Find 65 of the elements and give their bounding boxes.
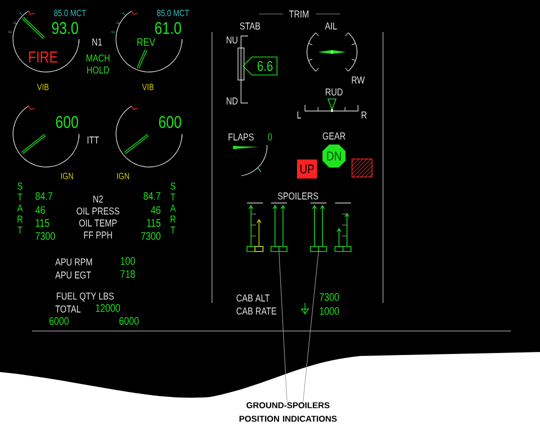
gauge-readout: 600: [159, 116, 182, 128]
status-text: VIB: [142, 84, 154, 90]
value-readout: 7300: [320, 293, 339, 301]
value-readout: 6000: [49, 317, 69, 325]
value-readout: 12000: [96, 304, 120, 312]
scale-label: R: [362, 112, 367, 118]
vertical-text: S T A R T: [170, 182, 176, 234]
status-text: IGN: [61, 172, 73, 180]
scale-label: ND: [226, 98, 238, 104]
value-readout: 46: [150, 206, 160, 214]
gauge-label: STAB: [240, 22, 260, 30]
parameter-label: CAB ALT: [236, 294, 270, 302]
value-readout: 84.7: [144, 192, 160, 200]
scale-label: RW: [352, 76, 365, 84]
spoiler-indicator: [270, 202, 288, 252]
callout-text: GROUND-SPOILERS POSITION INDICATIONS: [240, 402, 337, 422]
gauge-label: FLAPS: [228, 133, 254, 141]
value-readout: 1000: [320, 307, 339, 315]
parameter-label: APU RPM: [55, 258, 92, 266]
gauge-readout: 61.0: [155, 22, 182, 34]
gauge-label: GEAR: [322, 132, 346, 140]
value-readout: 115: [36, 219, 50, 227]
leader-line: [278, 252, 288, 402]
status-text: REV: [137, 38, 156, 46]
parameter-label: APU EGT: [55, 271, 91, 279]
parameter-label: FUEL QTY LBS: [56, 292, 114, 302]
section-title: TRIM: [289, 10, 308, 18]
leader-line: [302, 252, 319, 402]
parameter-label: FF PPH: [84, 232, 112, 238]
limit-readout: 85.0 MCT: [157, 10, 190, 16]
gauge-label: ITT: [88, 136, 99, 144]
parameter-label: OIL TEMP: [79, 219, 117, 227]
scale-label: L: [297, 112, 302, 118]
limit-readout: 85.0 MCT: [54, 10, 86, 16]
value-readout: 115: [147, 219, 160, 227]
scale-label: NU: [226, 36, 238, 44]
gauge-label: N1: [92, 38, 102, 46]
gear-indicator: UP: [297, 160, 317, 178]
value-readout: 100: [120, 257, 135, 265]
gear-indicator: [352, 158, 372, 178]
status-text: MACH HOLD: [86, 54, 110, 74]
parameter-label: OIL PRESS: [76, 207, 120, 215]
status-text: VIB: [37, 84, 49, 90]
gauge-readout: 93.0: [52, 22, 78, 34]
section-title: SPOILERS: [278, 192, 318, 200]
value-readout: 6000: [119, 317, 139, 325]
value-readout: 84.7: [36, 192, 52, 200]
spoiler-indicator: [246, 202, 264, 252]
parameter-label: N2: [93, 196, 103, 202]
parameter-label: CAB RATE: [236, 307, 276, 315]
status-text: IGN: [117, 172, 129, 180]
spoiler-indicator: [334, 202, 352, 252]
gear-indicator: DN: [322, 144, 346, 168]
spoiler-indicator: [310, 202, 327, 252]
value-readout: 7300: [36, 232, 55, 240]
gauge-readout: 600: [56, 116, 78, 128]
gauge-label: RUD: [326, 88, 342, 96]
value-readout: 718: [120, 270, 135, 278]
value-readout: 46: [35, 206, 45, 214]
parameter-label: TOTAL: [55, 305, 81, 313]
vertical-text: S T A R T: [17, 182, 23, 234]
gauge-label: AIL: [324, 22, 337, 30]
warning-text: FIRE: [29, 52, 58, 62]
value-readout: 7300: [141, 232, 160, 240]
value-readout: 0: [268, 133, 272, 141]
